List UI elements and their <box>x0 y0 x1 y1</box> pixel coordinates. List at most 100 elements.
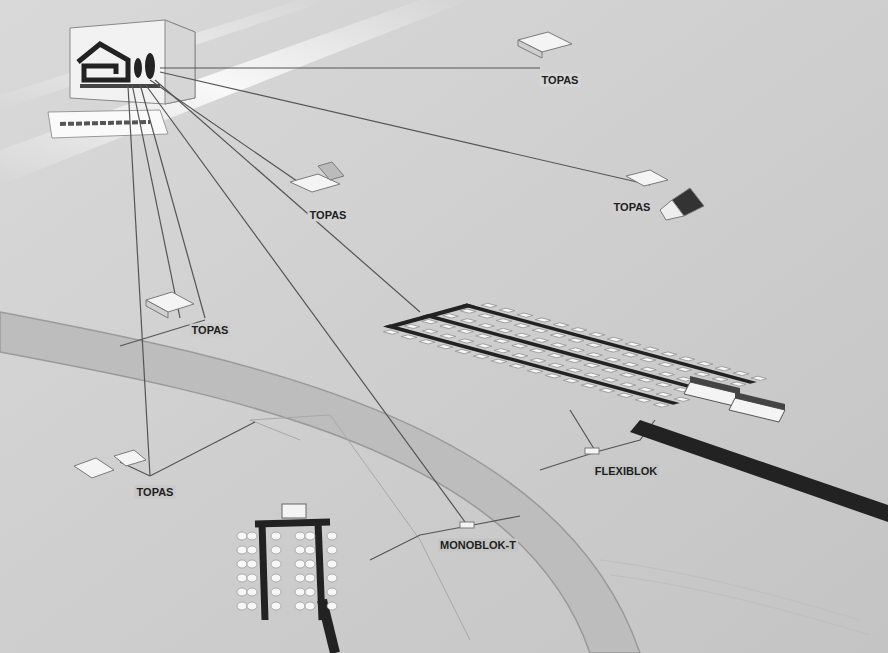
house <box>496 319 512 323</box>
utility-roof <box>690 376 740 394</box>
house <box>551 343 567 347</box>
house <box>553 323 569 327</box>
house <box>530 358 546 362</box>
house <box>305 546 315 554</box>
light-streak <box>0 0 330 110</box>
cable <box>150 422 255 476</box>
house <box>494 349 510 353</box>
house <box>607 337 623 341</box>
house <box>247 574 257 582</box>
house <box>478 314 494 318</box>
house <box>656 392 672 396</box>
house <box>295 602 305 610</box>
house <box>620 373 636 377</box>
estate-road <box>383 304 475 329</box>
house <box>586 343 602 347</box>
house <box>658 362 674 366</box>
house <box>476 334 492 338</box>
house <box>517 313 533 317</box>
house <box>569 348 585 352</box>
house <box>458 339 474 343</box>
house <box>422 329 438 333</box>
house <box>295 532 305 540</box>
house <box>715 366 731 370</box>
estate-road <box>383 325 680 405</box>
house <box>515 333 531 337</box>
house <box>440 334 456 338</box>
housing-estate <box>373 301 888 522</box>
house <box>327 588 337 596</box>
house <box>730 382 746 386</box>
house <box>656 383 672 387</box>
house <box>271 532 281 540</box>
house <box>497 328 513 332</box>
house <box>461 319 477 323</box>
house <box>247 602 257 610</box>
house <box>620 383 636 387</box>
house <box>305 574 315 582</box>
main-road <box>630 420 888 522</box>
house <box>733 371 749 375</box>
unit-label: TOPAS <box>308 209 349 222</box>
monoblok-unit <box>460 522 474 528</box>
unit-label: TOPAS <box>612 201 653 214</box>
house <box>566 358 582 362</box>
house <box>295 574 305 582</box>
house <box>237 574 247 582</box>
house <box>584 363 600 367</box>
name-plate <box>48 110 168 138</box>
house <box>643 347 659 351</box>
house <box>499 308 515 312</box>
house <box>305 560 315 568</box>
house <box>638 387 654 391</box>
house <box>479 324 495 328</box>
house <box>587 353 603 357</box>
house <box>437 345 453 349</box>
light-streak <box>0 0 470 185</box>
house <box>530 349 546 353</box>
house <box>641 367 657 371</box>
house <box>271 602 281 610</box>
house <box>602 378 618 382</box>
control-building <box>48 20 195 138</box>
house <box>295 560 305 568</box>
house <box>527 369 543 373</box>
terrain-line <box>600 560 860 620</box>
house <box>327 602 337 610</box>
road-band <box>0 312 640 653</box>
house <box>237 532 247 540</box>
house <box>271 546 281 554</box>
house <box>509 364 525 368</box>
house <box>327 546 337 554</box>
flexiblok-unit <box>585 448 599 454</box>
radio-link <box>160 67 540 68</box>
house <box>295 546 305 554</box>
house <box>237 588 247 596</box>
house <box>458 329 474 333</box>
house-wall <box>660 200 684 220</box>
house <box>533 338 549 342</box>
logo-tree <box>145 53 155 79</box>
house <box>271 560 281 568</box>
unit-label: TOPAS <box>540 74 581 87</box>
house <box>625 342 641 346</box>
topas-unit <box>626 170 668 186</box>
house <box>237 560 247 568</box>
house <box>271 588 281 596</box>
house <box>419 340 435 344</box>
house <box>271 574 281 582</box>
house <box>532 328 548 332</box>
house <box>617 393 633 397</box>
house <box>327 574 337 582</box>
radio-links <box>120 68 655 560</box>
unit-label: FLEXIBLOK <box>593 465 659 478</box>
topas-unit <box>74 458 114 478</box>
house <box>305 588 315 596</box>
house <box>440 324 456 328</box>
house <box>494 339 510 343</box>
house <box>327 532 337 540</box>
house <box>237 546 247 554</box>
